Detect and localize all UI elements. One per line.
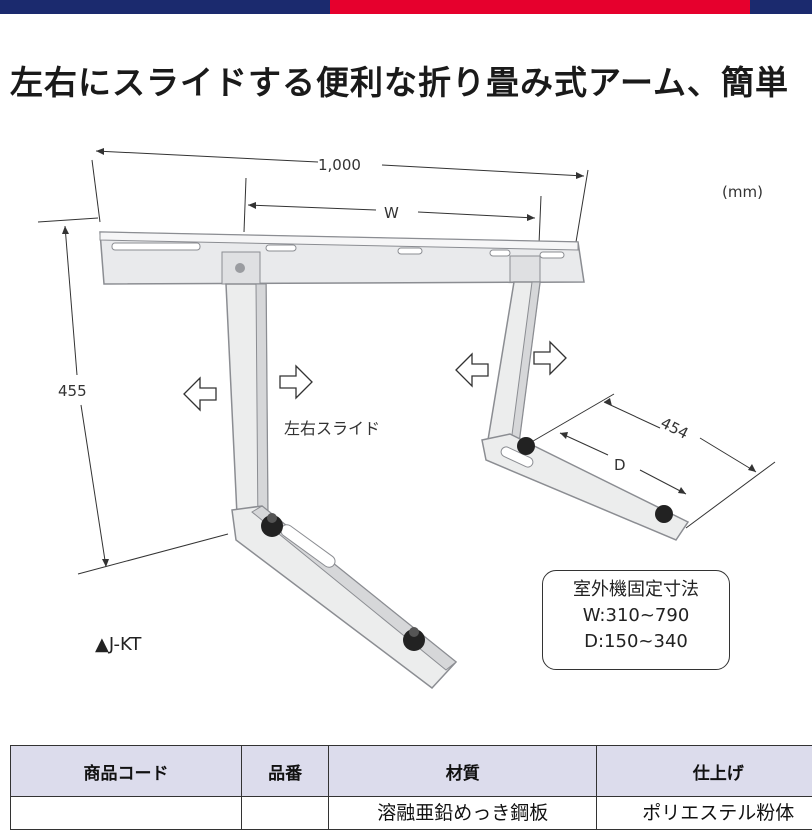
bracket-diagram: 1,000 W 455 454 D <box>0 0 812 812</box>
table-row: 溶融亜鉛めっき鋼板 ポリエステル粉体 <box>11 797 812 830</box>
header-part-number: 品番 <box>242 746 329 797</box>
arrow-left-icon <box>456 354 488 386</box>
header-product-code: 商品コード <box>11 746 242 797</box>
cell-finish: ポリエステル粉体 <box>597 797 812 830</box>
right-bracket <box>482 256 688 540</box>
dim-overall-width: 1,000 <box>318 156 361 174</box>
table-header-row: 商品コード 品番 材質 仕上げ <box>11 746 812 797</box>
arrow-left-icon <box>184 378 216 410</box>
spec-box-d-range: D:150~340 <box>543 629 729 655</box>
cell-product-code <box>11 797 242 830</box>
spec-box-w-range: W:310~790 <box>543 603 729 629</box>
dim-depth-total: 454 <box>658 414 692 443</box>
mounting-spec-box: 室外機固定寸法 W:310~790 D:150~340 <box>542 570 730 670</box>
cell-material: 溶融亜鉛めっき鋼板 <box>329 797 597 830</box>
arrow-right-icon <box>534 342 566 374</box>
dim-height: 455 <box>58 382 87 400</box>
unit-label: (mm) <box>722 183 763 201</box>
dim-w-label: W <box>384 204 399 222</box>
left-bracket <box>222 252 456 688</box>
slide-label: 左右スライド <box>284 415 380 439</box>
model-label: ▲J-KT <box>95 634 141 655</box>
header-finish: 仕上げ <box>597 746 812 797</box>
header-material: 材質 <box>329 746 597 797</box>
spec-box-title: 室外機固定寸法 <box>543 577 729 603</box>
spec-table: 商品コード 品番 材質 仕上げ 溶融亜鉛めっき鋼板 ポリエステル粉体 <box>10 745 812 830</box>
dim-d-label: D <box>614 456 626 474</box>
cell-part-number <box>242 797 329 830</box>
arrow-right-icon <box>280 366 312 398</box>
